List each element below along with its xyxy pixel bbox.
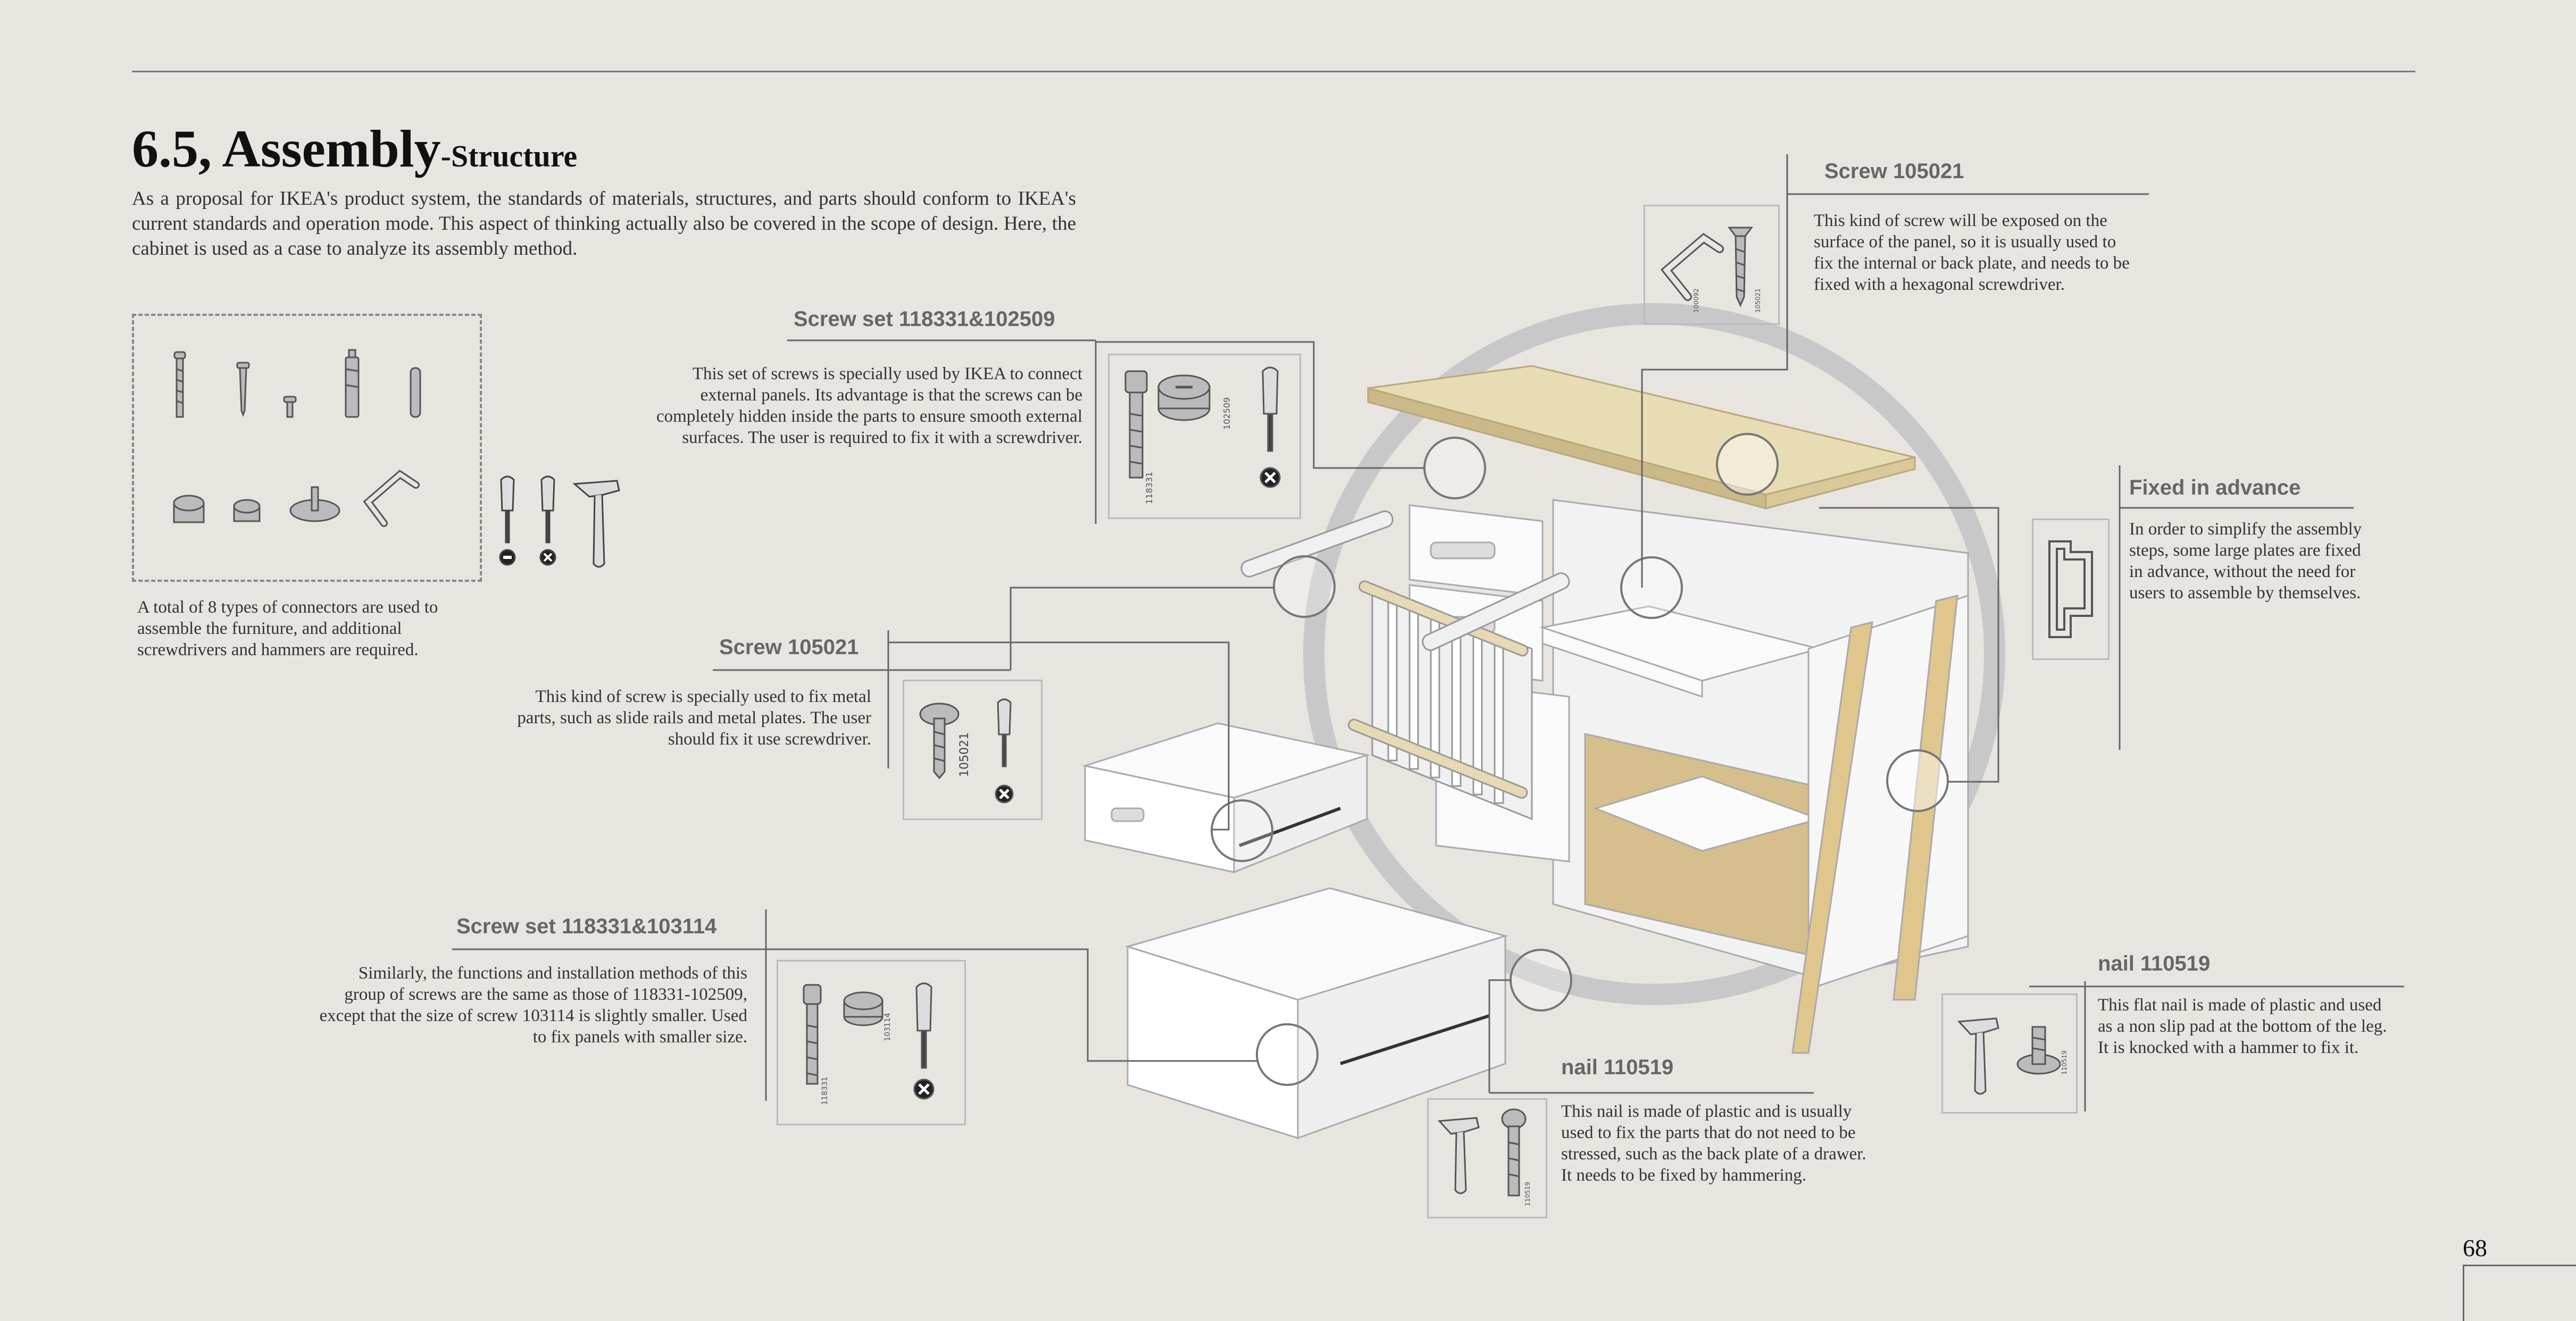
screw-set-a-text: This set of screws is specially used by … bbox=[656, 364, 1082, 447]
connectors-illustration bbox=[173, 349, 421, 527]
screw-105021-left-heading: Screw 105021 bbox=[719, 636, 859, 659]
code-118331-b: 118331 bbox=[821, 1077, 829, 1105]
small-cam-lock-icon bbox=[233, 499, 261, 522]
phillips-screwdriver-icon bbox=[1260, 366, 1281, 488]
title-sub: -Structure bbox=[440, 139, 578, 173]
lower-drawer bbox=[1124, 887, 1508, 1140]
side-panel bbox=[1791, 594, 1969, 1054]
page-number: 68 bbox=[2463, 1234, 2487, 1261]
nail-icon bbox=[1501, 1108, 1527, 1197]
screw-105021-top-parts-box: 100092 105021 bbox=[1644, 205, 1780, 325]
screw-set-b-text: Similarly, the functions and installatio… bbox=[319, 964, 747, 1047]
screw-105021-top-text: This kind of screw will be exposed on th… bbox=[1814, 211, 2130, 294]
screw-105021-top-heading: Screw 105021 bbox=[1824, 160, 1964, 183]
detail-circle-screw-105021 bbox=[1620, 556, 1683, 619]
code-110519-bottom: 110519 bbox=[1524, 1182, 1531, 1206]
screw-icon bbox=[1728, 227, 1753, 307]
machine-screw-icon bbox=[919, 703, 960, 780]
bracket-icon bbox=[2048, 540, 2093, 638]
phillips-screwdriver-icon bbox=[995, 698, 1014, 804]
page-title: 6.5, Assembly-Structure bbox=[132, 118, 577, 179]
nail-bottom-heading: nail 110519 bbox=[1561, 1056, 1674, 1079]
nail-right-parts-box: 110519 bbox=[1941, 993, 2078, 1114]
phillips-screwdriver-icon bbox=[913, 982, 935, 1100]
small-screw-icon bbox=[283, 396, 297, 418]
screw-set-a-heading: Screw set 118331&102509 bbox=[794, 307, 1055, 331]
detail-circle-top-board bbox=[1716, 433, 1779, 496]
dowel-bolt-icon bbox=[345, 349, 360, 418]
fixed-in-advance-parts-box bbox=[2032, 519, 2110, 660]
nail-bottom-parts-box: 110519 bbox=[1427, 1098, 1547, 1218]
code-118331: 118331 bbox=[1144, 472, 1154, 504]
hammer-icon bbox=[1957, 1017, 1999, 1095]
cabinet-exploded-view bbox=[1082, 365, 1969, 1140]
title-main: 6.5, Assembly bbox=[132, 119, 441, 178]
code-102509: 102509 bbox=[1222, 397, 1232, 430]
detail-circle-rail bbox=[1273, 555, 1336, 618]
background-ring bbox=[1303, 303, 2005, 1005]
bracket-illustration bbox=[2048, 540, 2093, 638]
hex-key-icon bbox=[1660, 232, 1724, 301]
page-number-box bbox=[2463, 1265, 2576, 1321]
screw-set-a-parts-box: 118331 102509 bbox=[1108, 354, 1301, 519]
detail-circle-screw-set-a bbox=[1423, 437, 1486, 499]
nail-pad-icon bbox=[289, 486, 340, 522]
detail-circle-upper-drawer bbox=[1211, 799, 1273, 862]
upper-drawer bbox=[1082, 722, 1370, 874]
fixed-in-advance-heading: Fixed in advance bbox=[2129, 476, 2301, 499]
detail-circle-side-panel bbox=[1886, 749, 1949, 812]
nail-right-parts: 110519 bbox=[1957, 1017, 2068, 1095]
shelves bbox=[1539, 605, 1822, 852]
detail-circle-lower-drawer bbox=[1256, 1023, 1319, 1086]
nail-right-heading: nail 110519 bbox=[2098, 952, 2211, 975]
dowel-bolt-icon bbox=[1124, 370, 1148, 479]
connectors-caption: A total of 8 types of connectors are use… bbox=[137, 598, 438, 659]
nail-bottom-text: This nail is made of plastic and is usua… bbox=[1561, 1102, 1866, 1185]
fixed-in-advance-text: In order to simplify the assembly steps,… bbox=[2129, 520, 2362, 603]
cam-lock-icon bbox=[173, 495, 205, 523]
top-rule bbox=[132, 71, 2415, 72]
screw-105021-left-parts: 105021 bbox=[919, 698, 1014, 804]
screw-icon bbox=[236, 362, 250, 417]
tools-illustration bbox=[499, 475, 620, 568]
connectors-panel bbox=[132, 314, 482, 582]
code-105021-top: 105021 bbox=[1754, 288, 1762, 313]
code-110519-right: 110519 bbox=[2061, 1050, 2068, 1075]
code-105021: 105021 bbox=[958, 732, 971, 777]
metal-plates bbox=[1240, 510, 1570, 651]
intro-text: As a proposal for IKEA's product system,… bbox=[132, 188, 1076, 260]
phillips-screwdriver-icon bbox=[539, 475, 556, 566]
cam-lock-icon bbox=[1157, 374, 1211, 421]
nail-bottom-parts: 110519 bbox=[1437, 1108, 1531, 1206]
screw-set-b-heading: Screw set 118331&103114 bbox=[456, 915, 717, 938]
hammer-icon bbox=[1437, 1117, 1480, 1194]
screw-set-b-parts-box: 118331 103114 bbox=[777, 960, 966, 1125]
dowel-icon bbox=[410, 367, 421, 418]
cam-lock-icon bbox=[843, 991, 883, 1026]
code-100092: 100092 bbox=[1693, 288, 1700, 313]
nail-pad-icon bbox=[2016, 1026, 2061, 1075]
dowel-bolt-icon bbox=[803, 984, 822, 1085]
screw-105021-left-parts-box: 105021 bbox=[903, 680, 1043, 820]
hammer-icon bbox=[572, 480, 620, 568]
screw-set-b-parts: 118331 103114 bbox=[803, 982, 935, 1105]
code-103114: 103114 bbox=[883, 1013, 892, 1041]
screw-105021-top-parts: 100092 105021 bbox=[1660, 227, 1762, 313]
flathead-screwdriver-icon bbox=[499, 475, 516, 566]
nail-right-text: This flat nail is made of plastic and us… bbox=[2098, 996, 2387, 1057]
bolt-icon bbox=[173, 351, 186, 418]
screw-set-a-parts: 118331 102509 bbox=[1124, 366, 1281, 504]
screw-105021-left-text: This kind of screw is specially used to … bbox=[517, 687, 871, 749]
dish-rack bbox=[1348, 580, 1533, 821]
detail-circle-leg bbox=[1510, 949, 1572, 1011]
